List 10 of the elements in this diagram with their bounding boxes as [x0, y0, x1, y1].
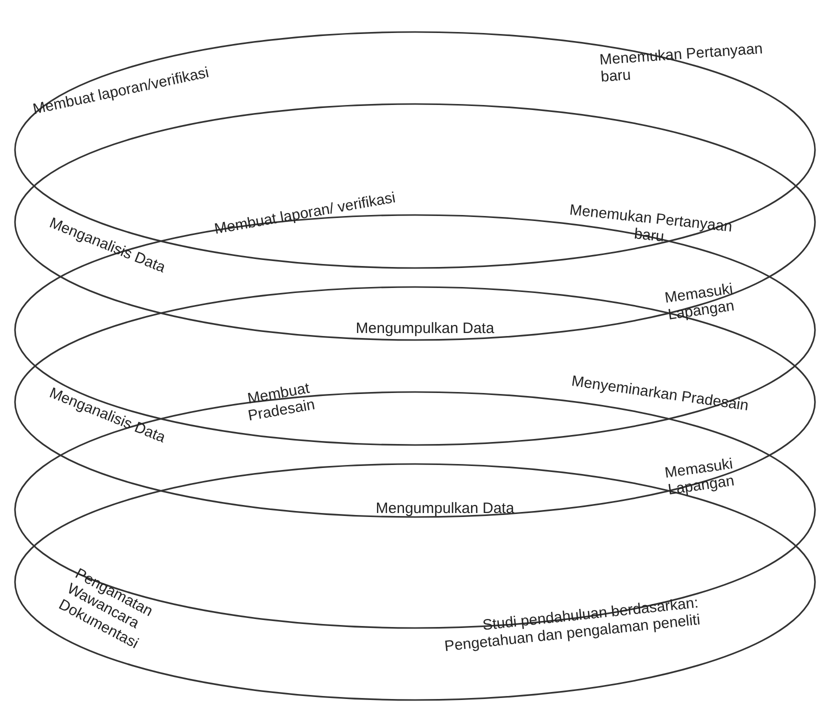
spiral-label: Mengumpulkan Data	[374, 500, 516, 518]
spiral-label: Studi pendahuluan berdasarkan: Pengetahuan dan pengalaman peneliti	[442, 594, 701, 658]
spiral-label: Mengumpulkan Data	[354, 320, 496, 338]
spiral-label: Memasuki Lapangan	[662, 454, 736, 501]
spiral-label: Membuat Pradesain	[245, 378, 318, 427]
spiral-label: Menyeminarkan Pradesain	[569, 372, 751, 416]
spiral-label: Menemukan Pertanyaan baru	[599, 39, 764, 86]
spiral-label: Memasuki Lapangan	[662, 279, 736, 326]
spiral-label: Membuat laporan/ verifikasi	[212, 188, 398, 240]
spiral-label: Menemukan Pertanyaan baru	[568, 200, 734, 248]
